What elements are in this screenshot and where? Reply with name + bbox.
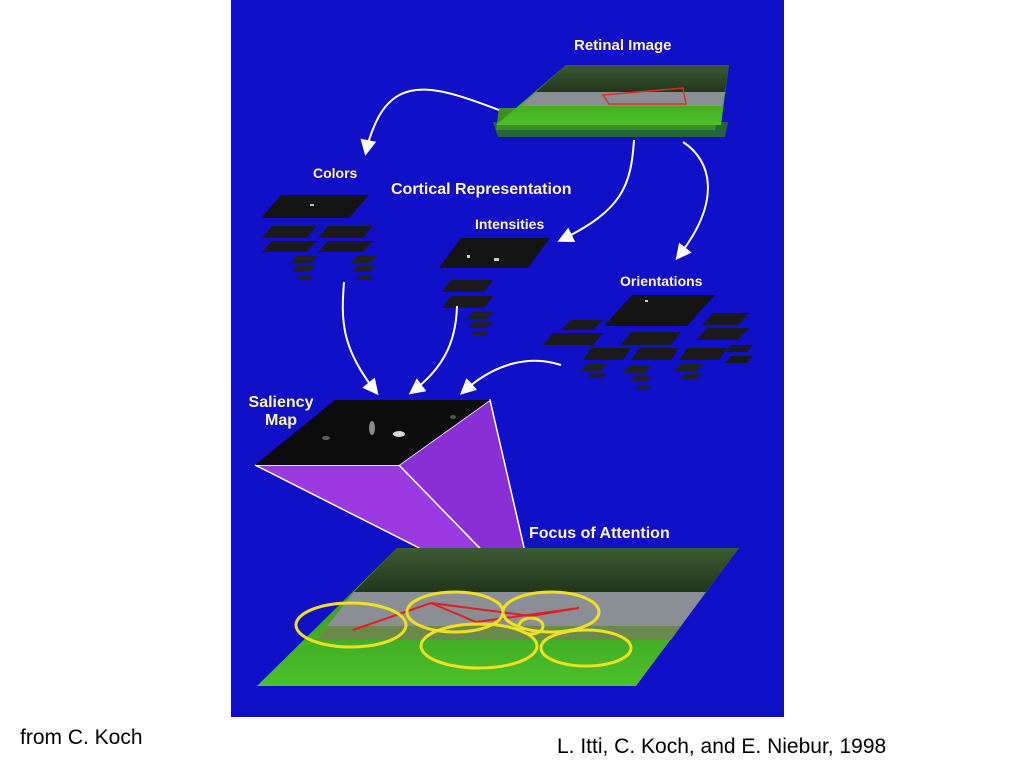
credit-caption: from C. Koch [20, 726, 143, 749]
colors-feature-maps [261, 195, 377, 280]
saliency-map-label: Saliency Map [243, 394, 319, 431]
diagram-graphics [254, 65, 753, 686]
saliency-map-label-line2: Map [265, 412, 297, 430]
orientations-feature-maps [543, 295, 753, 390]
focus-of-attention-label: Focus of Attention [529, 525, 670, 542]
retinal-image-stack [493, 65, 729, 137]
retinal-image-label: Retinal Image [574, 37, 672, 54]
orientations-label: Orientations [620, 273, 703, 289]
arrows [341, 88, 709, 396]
saliency-model-figure: Retinal Image Colors Cortical Representa… [231, 0, 784, 717]
cortical-representation-label: Cortical Representation [391, 181, 572, 198]
intensities-feature-maps [439, 238, 550, 335]
focus-of-attention-scene [257, 548, 739, 686]
saliency-map-label-line1: Saliency [248, 394, 314, 411]
colors-label: Colors [313, 165, 358, 181]
intensities-label: Intensities [475, 216, 545, 232]
citation-caption: L. Itti, C. Koch, and E. Niebur, 1998 [557, 735, 887, 758]
